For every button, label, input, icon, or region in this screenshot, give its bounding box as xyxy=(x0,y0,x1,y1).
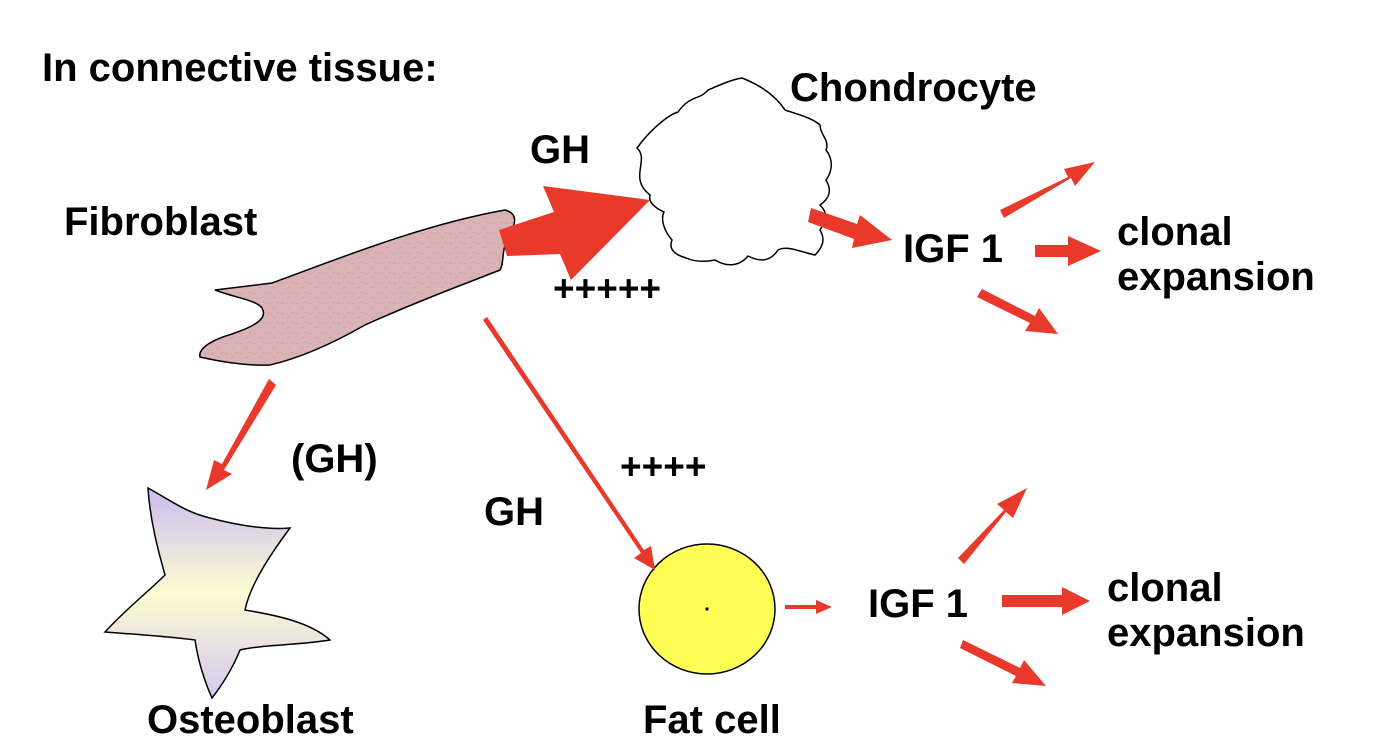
fat-cell-label: Fat cell xyxy=(643,698,781,742)
chondrocyte-label: Chondrocyte xyxy=(790,66,1037,110)
expansion-arrow-bottom-up xyxy=(958,488,1027,564)
expansion-arrow-top-mid xyxy=(1035,236,1101,266)
fat-cell-nucleus xyxy=(705,607,709,611)
expansion-arrow-bottom-mid xyxy=(1002,587,1090,615)
gh-label-mid: GH xyxy=(484,490,544,534)
gh-label-top: GH xyxy=(530,128,590,172)
diagram-heading: In connective tissue: xyxy=(42,46,438,90)
osteoblast-cell xyxy=(103,486,332,700)
osteoblast-arrow xyxy=(206,379,276,490)
fibroblast-cell xyxy=(199,209,516,366)
clonal-expansion-label-bottom: clonal expansion xyxy=(1107,566,1305,655)
clonal-expansion-label-top: clonal expansion xyxy=(1117,210,1315,299)
igf-arrow-bottom xyxy=(785,600,832,614)
gh-parenthetical-label: (GH) xyxy=(291,437,378,481)
fibroblast-label: Fibroblast xyxy=(64,200,258,244)
chondrocyte-cell xyxy=(636,77,832,266)
plus-label-top: +++++ xyxy=(553,268,662,309)
expansion-arrow-top-up xyxy=(1000,162,1095,218)
igf-arrow-top xyxy=(808,208,892,248)
igf1-label-top: IGF 1 xyxy=(903,227,1004,271)
igf1-label-bottom: IGF 1 xyxy=(868,582,969,626)
osteoblast-label: Osteoblast xyxy=(147,698,354,742)
arrows xyxy=(206,162,1101,686)
expansion-arrow-bottom-down xyxy=(960,640,1046,686)
plus-label-mid: ++++ xyxy=(620,446,707,487)
fat-cell-arrow xyxy=(483,317,655,570)
expansion-arrow-top-down xyxy=(977,289,1058,334)
gh-arrow-large xyxy=(499,186,650,280)
